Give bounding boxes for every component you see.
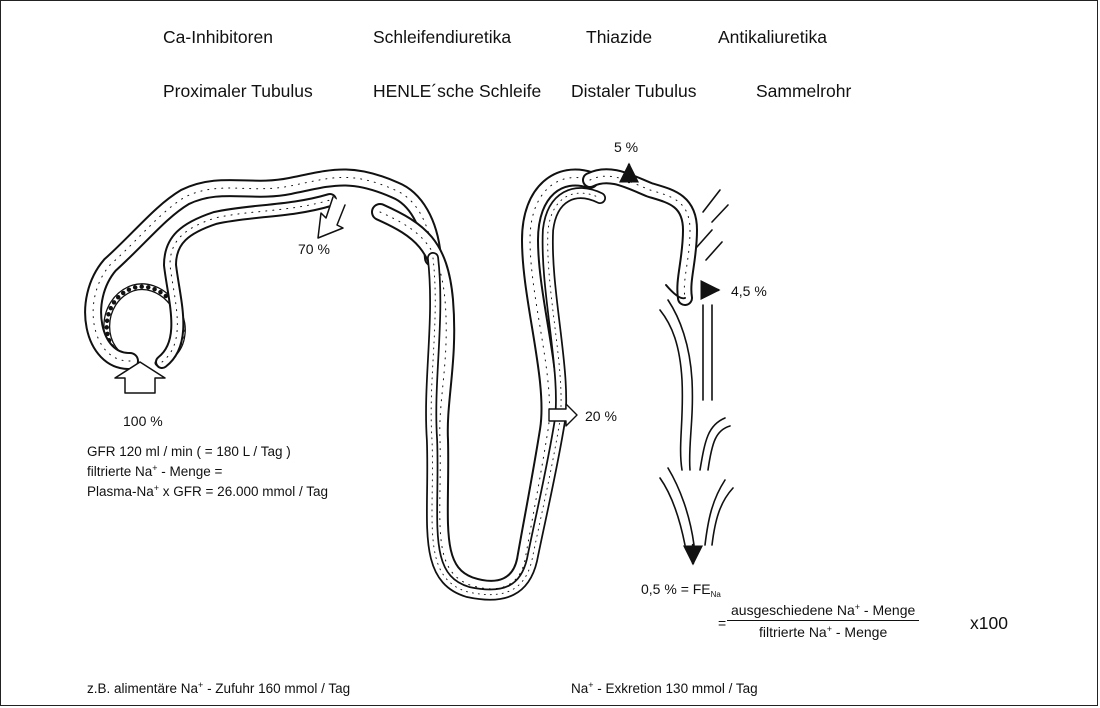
fena-fraction: ausgeschiedene Na+ - Menge filtrierte Na…: [727, 602, 919, 640]
gfr-line-1: GFR 120 ml / min ( = 180 L / Tag ): [87, 444, 291, 459]
fena-equals: =: [718, 615, 726, 631]
fena-denominator: filtrierte Na+ - Menge: [727, 621, 919, 640]
label-collecting-4-5: 4,5 %: [731, 283, 767, 299]
label-henle-20: 20 %: [585, 408, 617, 424]
label-filtered-100: 100 %: [123, 413, 163, 429]
loop-of-henle: [380, 178, 600, 595]
distal-tubule: [590, 176, 690, 298]
label-distal-5: 5 %: [614, 139, 638, 155]
footer-intake: z.B. alimentäre Na+ - Zufuhr 160 mmol / …: [87, 680, 350, 696]
fena-factor: x100: [970, 613, 1008, 634]
gfr-line-3: Plasma-Na+ x GFR = 26.000 mmol / Tag: [87, 483, 328, 499]
fena-label: 0,5 % = FENa: [641, 581, 721, 599]
fena-numerator: ausgeschiedene Na+ - Menge: [727, 602, 919, 621]
footer-excretion: Na+ - Exkretion 130 mmol / Tag: [571, 680, 758, 696]
gfr-line-2: filtrierte Na+ - Menge =: [87, 463, 222, 479]
label-proximal-70: 70 %: [298, 241, 330, 257]
